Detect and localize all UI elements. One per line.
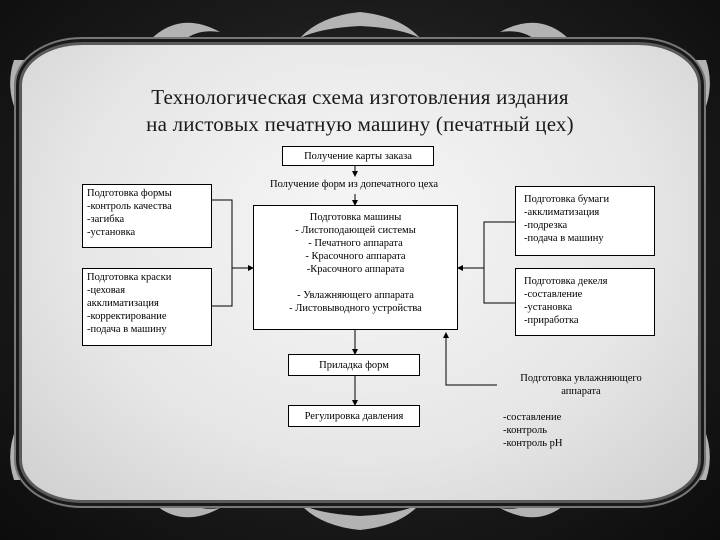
ink-prep-box: Подготовка краски -цеховая акклиматизаци… bbox=[82, 268, 212, 346]
paper-prep-box: Подготовка бумаги -акклиматизация -подре… bbox=[515, 186, 655, 256]
dampening-prep-title: Подготовка увлажняющего аппарата bbox=[520, 373, 642, 397]
diagram-title: Технологическая схема изготовления издан… bbox=[70, 84, 650, 138]
blanket-prep-box: Подготовка декеля -составление -установк… bbox=[515, 268, 655, 336]
dampening-prep-box: Подготовка увлажняющего аппарата -состав… bbox=[497, 355, 665, 449]
forms-receive-box: Получение форм из допечатного цеха bbox=[269, 179, 439, 190]
title-line-1: Технологическая схема изготовления издан… bbox=[151, 85, 569, 109]
machine-prep-box: Подготовка машины - Листоподающей систем… bbox=[253, 205, 458, 330]
order-card-box: Получение карты заказа bbox=[282, 146, 434, 166]
dampening-prep-items: -составление -контроль -контроль pH bbox=[503, 412, 563, 449]
form-fitting-box: Приладка форм bbox=[288, 354, 420, 376]
pressure-adj-box: Регулировка давления bbox=[288, 405, 420, 427]
form-prep-box: Подготовка формы -контроль качества -заг… bbox=[82, 184, 212, 248]
title-line-2: на листовых печатную машину (печатный це… bbox=[146, 112, 574, 136]
